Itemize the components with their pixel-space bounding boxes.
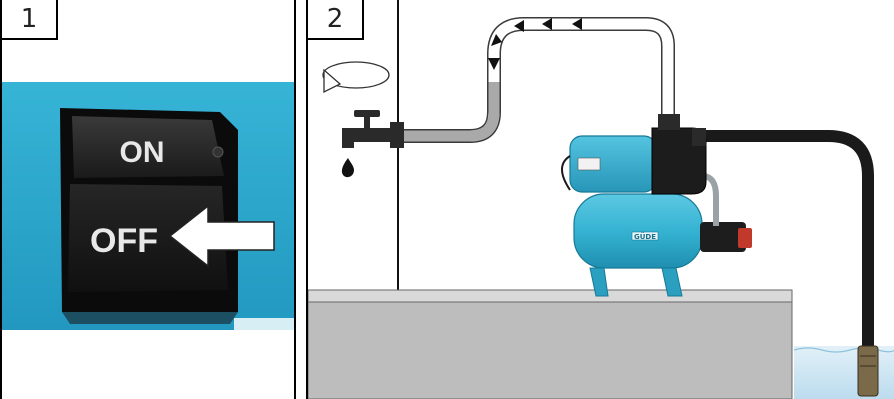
pressure-switch-cap: [738, 228, 752, 248]
power-cable: [562, 156, 570, 190]
panel-number-1: 1: [2, 0, 58, 40]
inlet-port: [692, 128, 706, 146]
brand-label: GÜDE: [634, 232, 656, 241]
panel-2-pump-setup: 2: [306, 0, 894, 399]
faucet-spout: [342, 128, 392, 148]
faucet-handle: [354, 110, 380, 117]
hose-interior: [404, 24, 668, 136]
hose-outline: [404, 24, 668, 136]
rotate-arrow-icon: [324, 70, 340, 92]
faucet-stem: [364, 116, 370, 130]
switch-shadow: [62, 312, 238, 324]
switch-screw: [213, 147, 223, 157]
motor-label: [578, 158, 600, 170]
switch-off-label: OFF: [90, 222, 158, 260]
housing-edge: [234, 318, 294, 330]
pump-diagram: GÜDE: [308, 0, 894, 399]
outlet-port: [658, 114, 680, 130]
foot-valve: [858, 346, 878, 396]
shelf-top: [308, 290, 792, 302]
shelf-front: [308, 302, 792, 399]
pressure-tank: [574, 194, 702, 268]
panel-1-switch: 1 ON OFF: [0, 0, 296, 399]
water-drop-icon: [342, 158, 354, 177]
water-source: [794, 346, 894, 399]
switch-illustration: ON OFF: [2, 0, 294, 399]
faucet-mount: [390, 122, 404, 148]
panel-number-2: 2: [308, 0, 364, 40]
switch-on-label: ON: [120, 136, 165, 169]
